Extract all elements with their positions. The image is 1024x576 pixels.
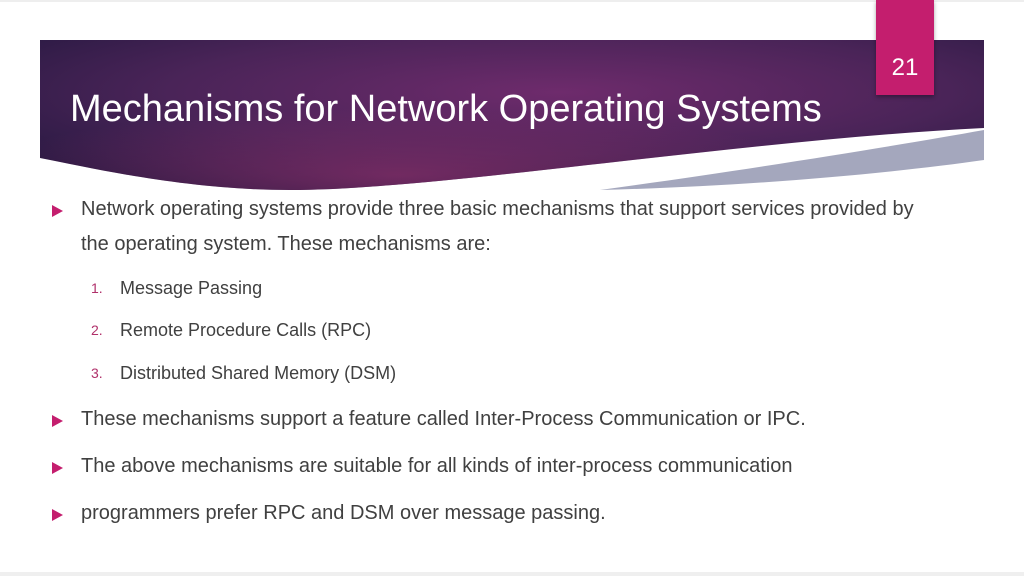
bullet-text: Network operating systems provide three …	[81, 198, 914, 255]
page-number-tab: 21	[876, 0, 934, 95]
slide-title: Mechanisms for Network Operating Systems	[70, 88, 822, 130]
number-marker: 3.	[91, 365, 103, 381]
numbered-item-text: Remote Procedure Calls (RPC)	[120, 320, 372, 340]
bullet-text: The above mechanisms are suitable for al…	[81, 455, 793, 477]
bullet-text: programmers prefer RPC and DSM over mess…	[81, 502, 606, 524]
triangle-right-icon	[52, 415, 63, 427]
page-number: 21	[891, 54, 919, 81]
banner-background	[40, 40, 984, 190]
top-rule	[0, 0, 1024, 2]
numbered-item-text: Distributed Shared Memory (DSM)	[120, 363, 397, 383]
number-marker: 1.	[91, 280, 103, 296]
triangle-right-icon	[52, 205, 63, 217]
number-marker: 2.	[91, 322, 103, 338]
bottom-rule	[0, 572, 1024, 576]
triangle-right-icon	[52, 462, 63, 474]
numbered-item-text: Message Passing	[120, 278, 263, 298]
triangle-right-icon	[52, 509, 63, 521]
title-banner	[40, 40, 984, 192]
bullet-text: These mechanisms support a feature calle…	[81, 408, 806, 430]
